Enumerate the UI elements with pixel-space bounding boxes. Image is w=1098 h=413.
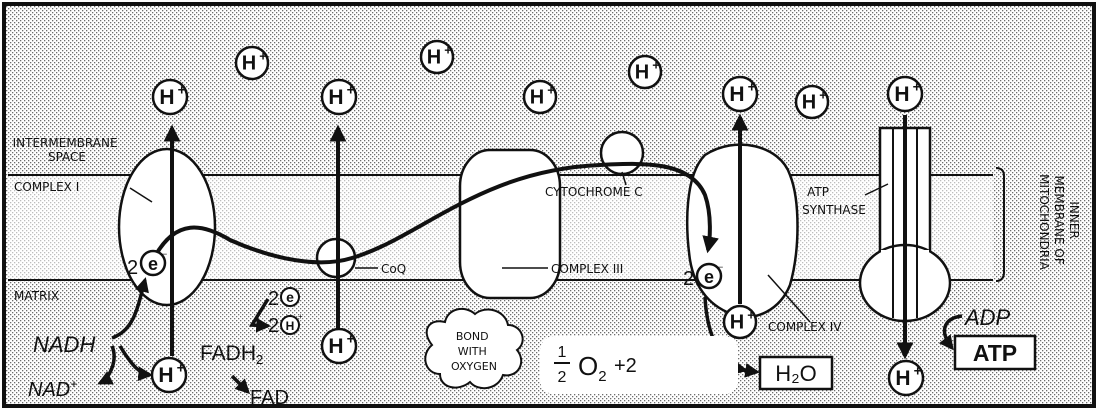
svg-text:e: e	[286, 289, 294, 305]
atp-box: ATP	[953, 334, 1037, 371]
hydrogen-ion-2: H+	[320, 78, 358, 116]
svg-text:−: −	[162, 249, 167, 259]
complex-i-leader	[129, 187, 153, 203]
svg-text:2: 2	[268, 288, 279, 310]
complex-iv-leader	[767, 274, 811, 323]
hydrogen-ion-13: H+	[887, 359, 925, 397]
hydrogen-ion-5: H+	[234, 45, 270, 81]
atp-synthase-leader	[864, 183, 889, 196]
fadh2-split-arrow	[248, 298, 271, 333]
nad-plus-label: NAD+	[28, 377, 77, 401]
complex-iv-label: COMPLEX IV	[768, 320, 842, 334]
svg-text:ATP: ATP	[973, 340, 1017, 366]
fadh2-label: FADH2	[200, 342, 263, 367]
svg-text:H: H	[427, 47, 441, 69]
svg-text:+: +	[178, 81, 186, 97]
svg-text:+: +	[347, 330, 355, 346]
fad-label: FAD	[250, 387, 289, 409]
svg-text:e: e	[148, 254, 158, 274]
svg-text:H: H	[242, 53, 256, 75]
electron-badge-complex-iv: 2 e −	[683, 262, 723, 290]
hydrogen-ion-11: H+	[320, 327, 358, 365]
electron-badge-complex-i: 2 e −	[127, 249, 167, 279]
atp-synthase	[858, 126, 952, 323]
svg-text:+: +	[747, 308, 755, 323]
svg-text:2: 2	[268, 315, 279, 337]
intermembrane-label: INTERMEMBRANE SPACE	[13, 136, 122, 164]
svg-text:+: +	[748, 78, 756, 94]
svg-text:+: +	[347, 81, 355, 97]
matrix-proton-to-nadh-arrow	[118, 345, 153, 382]
svg-text:+: +	[259, 49, 267, 64]
svg-text:1: 1	[558, 344, 567, 361]
svg-text:+: +	[652, 58, 660, 73]
hydrogen-ion-10: H+	[150, 356, 188, 394]
fadh2-protons: 2 H +	[268, 312, 303, 337]
complex-i-label: COMPLEX I	[14, 180, 79, 194]
membrane-bracket	[995, 167, 1005, 282]
svg-text:H: H	[530, 87, 544, 109]
atp-synthase-label: ATP SYNTHASE	[802, 185, 866, 217]
bond-with-oxygen-cloud: BOND WITH OXYGEN	[424, 307, 524, 390]
matrix-label: MATRIX	[14, 289, 59, 303]
hydrogen-ion-9: H+	[794, 84, 830, 120]
svg-text:e: e	[704, 267, 714, 287]
svg-text:H₂O: H₂O	[775, 361, 817, 386]
adp-label: ADP	[963, 305, 1011, 330]
svg-text:+: +	[298, 312, 303, 321]
svg-text:+2: +2	[614, 355, 637, 377]
cytochrome-c-label: CYTOCHROME C	[545, 185, 643, 199]
fadh2-electrons: 2 e −	[268, 284, 303, 310]
electron-path	[150, 161, 719, 265]
coq-label: CoQ	[381, 262, 406, 276]
svg-text:2: 2	[127, 257, 138, 279]
hydrogen-ion-4: H+	[886, 75, 924, 113]
svg-text:+: +	[914, 362, 922, 378]
adp-to-atp-arrow	[938, 314, 963, 351]
cytochrome-c	[599, 130, 645, 176]
hydrogen-ion-1: H+	[151, 78, 189, 116]
svg-text:−: −	[718, 262, 723, 272]
svg-text:+: +	[547, 83, 555, 98]
svg-text:H: H	[328, 335, 343, 358]
svg-text:+: +	[444, 43, 452, 58]
svg-text:H: H	[802, 92, 816, 114]
svg-text:H: H	[328, 86, 343, 109]
hydrogen-ion-12: H+	[722, 304, 758, 340]
water-box: H₂O	[758, 355, 834, 391]
svg-text:H: H	[729, 83, 744, 106]
svg-text:+: +	[913, 78, 921, 94]
complex-iv	[686, 143, 799, 319]
svg-text:BOND WITH OXYGEN: BOND WITH OXYGEN	[451, 330, 497, 373]
complex-iii	[458, 148, 562, 300]
cytochrome-c-leader	[621, 171, 627, 186]
svg-text:O2: O2	[578, 351, 607, 385]
complex-iii-label: COMPLEX III	[551, 262, 623, 276]
svg-text:H: H	[158, 364, 173, 387]
hydrogen-ion-3: H+	[721, 75, 759, 113]
hydrogen-ion-8: H+	[627, 54, 663, 90]
nadh-to-nad-arrow	[97, 345, 116, 385]
fadh2-to-fad-arrow	[230, 374, 251, 395]
svg-text:2: 2	[558, 369, 567, 386]
svg-text:2: 2	[683, 268, 694, 290]
oxygen-equation: 1 2 O2 +2	[540, 336, 738, 394]
nadh-to-complex-i-arrow	[111, 277, 149, 340]
svg-text:H: H	[635, 62, 649, 84]
svg-text:H: H	[159, 86, 174, 109]
svg-text:H: H	[286, 319, 295, 333]
svg-text:−: −	[298, 284, 303, 293]
svg-text:H: H	[895, 367, 910, 390]
hydrogen-ion-7: H+	[522, 79, 558, 115]
inner-membrane-label: INNER MEMBRANE OF MITOCHONDRIA	[1037, 174, 1081, 271]
svg-text:H: H	[894, 83, 909, 106]
nadh-label: NADH	[33, 332, 95, 357]
svg-text:H: H	[730, 312, 744, 334]
hydrogen-ion-6: H+	[419, 39, 455, 75]
svg-text:+: +	[819, 88, 827, 103]
svg-text:+: +	[177, 359, 185, 375]
